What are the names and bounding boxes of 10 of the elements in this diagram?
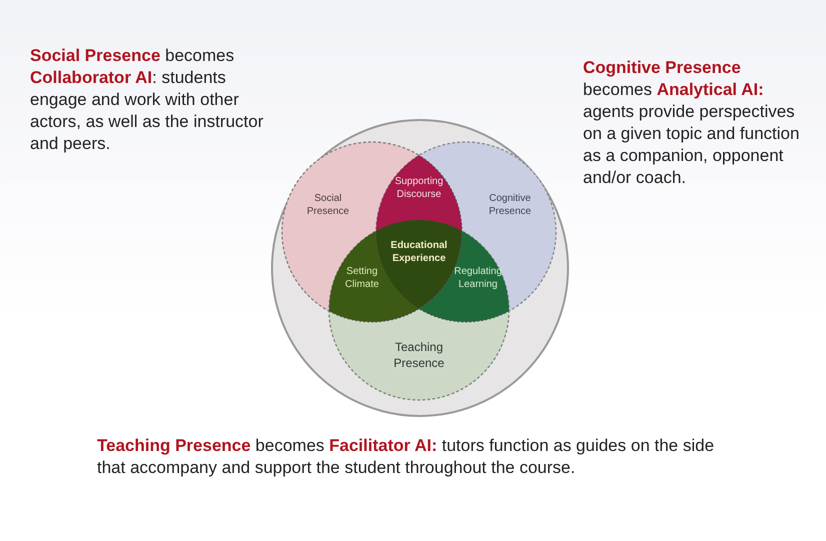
region-label: Social Presence bbox=[306, 192, 350, 218]
region-label: Setting Climate bbox=[344, 265, 380, 291]
region-label: Regulating Learning bbox=[453, 265, 503, 291]
description-paragraph: Cognitive Presence becomes Analytical AI: agents provide perspectives on a given topic and function as a companion, opponent and/or coach. bbox=[583, 57, 800, 189]
region-label: Supporting Discourse bbox=[394, 175, 444, 201]
region-label: Cognitive Presence bbox=[488, 192, 532, 218]
region-label: Teaching Presence bbox=[392, 339, 446, 371]
description-paragraph: Teaching Presence becomes Facilitator AI: tutors function as guides on the side that accompany and support the student throughout the course. bbox=[97, 435, 716, 479]
region-label: Educational Experience bbox=[390, 239, 448, 265]
description-paragraph: Social Presence becomes Collaborator AI: students engage and work with other actors, as well as the instructor and peers. bbox=[30, 45, 264, 155]
